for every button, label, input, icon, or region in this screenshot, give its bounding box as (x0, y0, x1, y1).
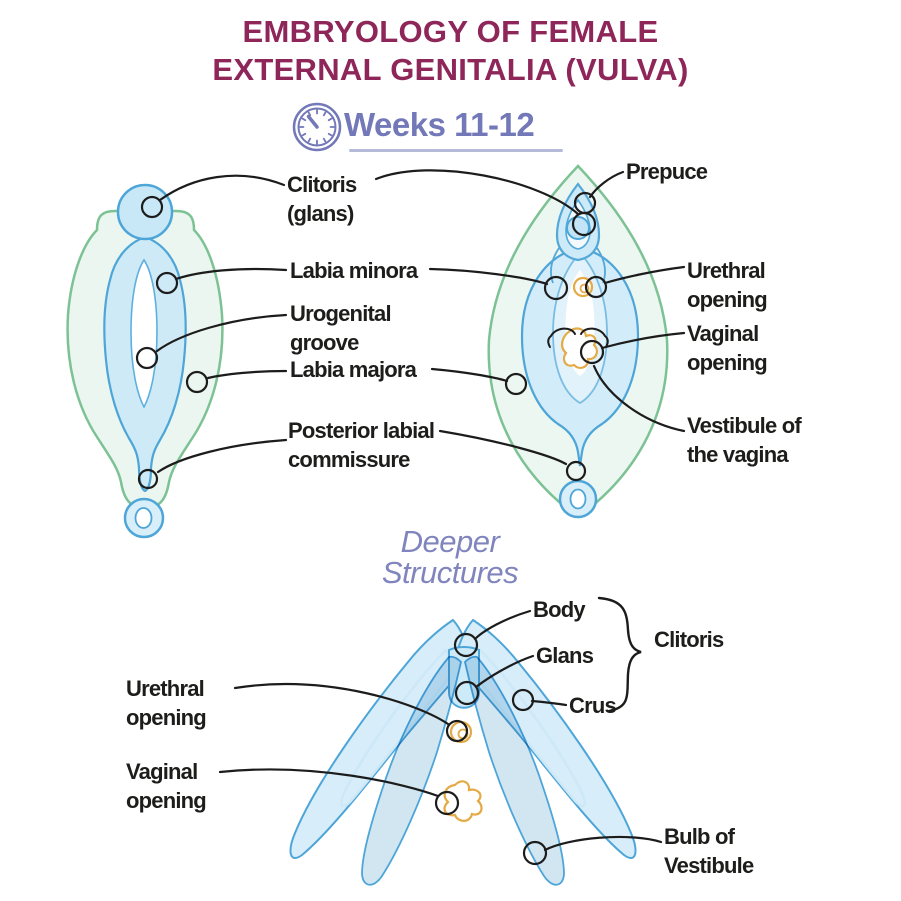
leader-posterior-right (438, 429, 568, 466)
leader-labia-minora-right (428, 267, 549, 286)
figure-vulva-left (66, 183, 224, 539)
vaginal-opening-deep-shape (443, 780, 483, 822)
leader-clitoris-left (158, 174, 286, 202)
leader-vaginal-deep (218, 768, 440, 798)
marker-posterior-left (137, 468, 159, 490)
leader-labia-minora-left (174, 267, 288, 281)
label-bulb-of-vestibule: Bulb of Vestibule (664, 824, 754, 878)
leader-urogenital (155, 313, 288, 353)
label-clitoris-glans: Clitoris (glans) (287, 172, 357, 226)
leader-glans-deep (474, 654, 535, 689)
anus-inner-left (134, 507, 153, 529)
marker-posterior-right (565, 460, 587, 482)
marker-glans-right (571, 211, 597, 237)
label-clitoris-group: Clitoris (654, 627, 724, 652)
page-title: EMBRYOLOGY OF FEMALE EXTERNAL GENITALIA … (212, 14, 689, 87)
leader-urethral-deep (233, 683, 450, 726)
leader-clitoris-right (374, 169, 580, 216)
marker-vaginal-top (579, 339, 605, 365)
vaginal-opening-shape (560, 327, 598, 369)
bulb-right-shape (464, 655, 565, 886)
leader-bulb (543, 835, 663, 852)
label-posterior-labial-commissure: Posterior labial commissure (288, 418, 435, 472)
deeper-structures-title: Deeper Structures (381, 524, 519, 590)
leader-labia-majora-left (206, 369, 288, 380)
figure-deeper-structures (289, 618, 637, 886)
clitoris-group-brace (597, 596, 642, 713)
marker-body (453, 632, 479, 658)
label-body: Body (533, 597, 586, 622)
label-glans: Glans (536, 643, 594, 668)
stopwatch-icon (292, 102, 342, 152)
label-labia-majora: Labia majora (290, 357, 417, 382)
leader-vaginal-top (600, 331, 686, 350)
label-urethral-opening-top: Urethral opening (687, 258, 768, 312)
marker-labia-majora-right (504, 372, 528, 396)
leader-vestibule (592, 364, 686, 433)
leader-posterior-left (156, 438, 288, 474)
marker-urethral-deep (445, 719, 469, 743)
hymen-fold-line (547, 327, 609, 348)
marker-urethral-top (584, 275, 608, 299)
marker-bulb (522, 840, 548, 866)
label-crus: Crus (569, 693, 617, 718)
prepuce-fold-left (550, 247, 560, 284)
leader-labia-majora-right (430, 367, 509, 383)
marker-labia-minora-left (155, 271, 179, 295)
marker-urogenital (135, 346, 159, 370)
marker-glans-deep (454, 680, 480, 706)
marker-labia-majora-left (185, 370, 209, 394)
figure-vulva-right (487, 164, 669, 519)
anus-inner-right (569, 488, 587, 510)
stage-underline (349, 149, 563, 152)
label-labia-minora: Labia minora (290, 258, 418, 283)
marker-crus (511, 688, 535, 712)
leader-lines (135, 169, 686, 866)
stage-label: Weeks 11-12 (344, 106, 535, 143)
label-vaginal-opening-deep: Vaginal opening (126, 759, 207, 813)
label-urethral-opening-deep: Urethral opening (126, 676, 207, 730)
marker-glans-left (140, 195, 164, 219)
leader-crus (530, 699, 568, 707)
glans-shape-left (116, 183, 174, 241)
leader-body (473, 609, 532, 641)
marker-labia-minora-right (543, 275, 569, 301)
label-vaginal-opening-top: Vaginal opening (687, 321, 768, 375)
bulb-left-shape (361, 655, 462, 886)
label-urogenital-groove: Urogenital groove (290, 301, 392, 355)
label-prepuce: Prepuce (626, 159, 708, 184)
marker-vaginal-deep (434, 790, 460, 816)
urogenital-groove-shape (130, 258, 158, 409)
label-vestibule-of-vagina: Vestibule of the vagina (687, 413, 802, 467)
leader-urethral-top (603, 265, 686, 285)
